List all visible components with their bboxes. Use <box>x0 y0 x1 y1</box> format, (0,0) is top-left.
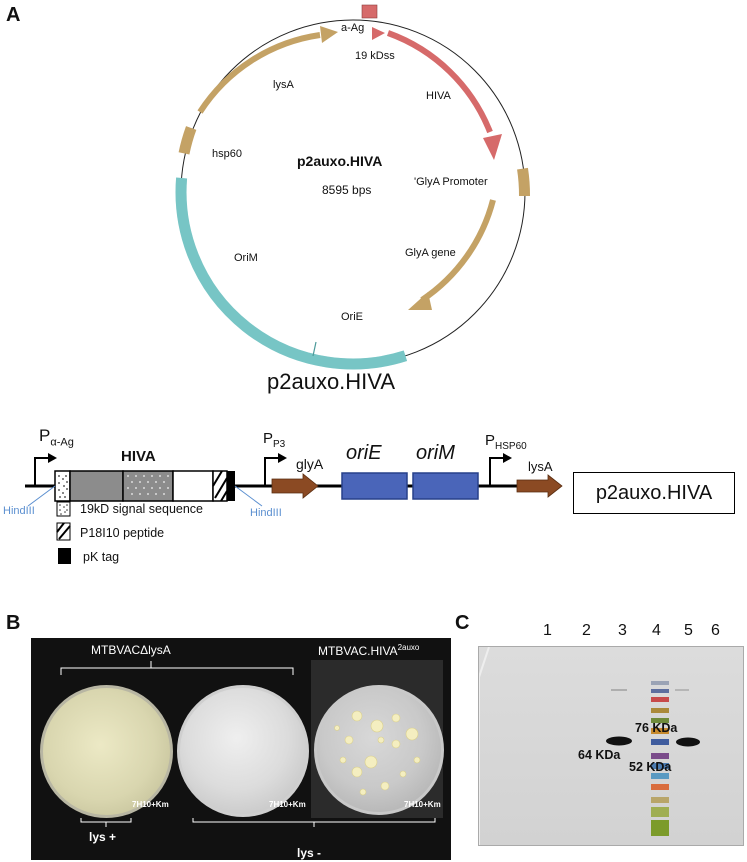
legend-p18i10-label: P18I10 peptide <box>80 526 165 540</box>
legend-signal-swatch <box>56 501 71 517</box>
promoter-hsp60-arrow <box>489 457 505 486</box>
band-lane-3 <box>606 736 632 746</box>
plate2-media-label: 7H10+Km <box>269 800 306 809</box>
lane-number-6: 6 <box>711 622 720 639</box>
signal-seq-box <box>54 470 71 502</box>
colonies <box>334 710 421 796</box>
lys-plus-label: lys + <box>89 830 117 844</box>
promoter-alpha-label: Pα-Ag <box>39 426 74 449</box>
legend-signal-label: 19kD signal sequence <box>80 502 203 516</box>
plasmid-caption: p2auxo.HIVA <box>267 369 396 394</box>
construct-name-box: p2auxo.HIVA <box>573 472 735 514</box>
orim-label: oriM <box>416 442 455 464</box>
glya-gene-arrow <box>420 199 496 303</box>
marker-76kda: 76 KDa <box>635 721 678 735</box>
plate-lysa-minus <box>177 685 309 817</box>
hindiii-label-2: HindIII <box>250 507 282 519</box>
promoter-hsp60-label: PHSP60 <box>485 432 527 452</box>
ori-arc <box>175 177 408 370</box>
plate1-media-label: 7H10+Km <box>132 800 169 809</box>
orie-box <box>341 472 408 500</box>
panel-c-letter: C <box>455 612 470 634</box>
plate-hiva-minus <box>314 685 444 815</box>
lane-number-1: 1 <box>543 622 552 639</box>
plasmid-map <box>175 4 531 370</box>
feature-label-lysa: lysA <box>273 79 294 91</box>
lysa-arrow <box>516 474 563 498</box>
legend-p18i10-swatch <box>56 522 71 541</box>
promoter-p3-label: PP3 <box>263 430 286 450</box>
glya-arrow <box>271 473 319 499</box>
panel-a-letter: A <box>6 4 21 26</box>
glya-promoter-block <box>517 167 531 197</box>
lysA-arrowhead <box>320 26 338 43</box>
plasmid-size: 8595 bps <box>322 183 372 197</box>
hiva-gray-box <box>69 470 124 502</box>
protein-ladder <box>651 681 669 836</box>
feature-label-orim: OriM <box>234 252 258 264</box>
promoter-p3-arrow <box>264 457 280 486</box>
lys-minus-label: lys - <box>297 846 322 860</box>
hiva-dotted-box <box>122 470 174 502</box>
marker-52kda: 52 KDa <box>629 760 672 774</box>
glya-label: glyA <box>296 456 324 472</box>
lane-number-5: 5 <box>684 622 693 639</box>
feature-label-glya-gene: GlyA gene <box>405 247 456 259</box>
lane-number-2: 2 <box>582 622 591 639</box>
hiva-arrowhead <box>483 134 502 160</box>
plasmid-name: p2auxo.HIVA <box>297 153 383 169</box>
legend-pk-swatch <box>58 548 71 564</box>
a-ag-block <box>361 4 378 19</box>
19kdss-marker <box>372 27 385 40</box>
glya-gene-arrowhead <box>408 292 432 310</box>
western-blot <box>478 646 744 846</box>
hind2-pointer <box>234 485 263 507</box>
hiva-white-box <box>172 470 214 502</box>
orim-box <box>412 472 479 500</box>
hindiii-label-1: HindIII <box>3 505 35 517</box>
orie-label: oriE <box>346 442 382 464</box>
lysa-label: lysA <box>528 459 553 474</box>
plate-lysa-plus <box>40 685 173 818</box>
band-lane-5 <box>676 737 700 747</box>
legend-pk-label: pK tag <box>83 550 120 564</box>
right-group-label: MTBVAC.HIVA2auxo <box>318 643 420 658</box>
promoter-alpha-arrow <box>34 457 50 486</box>
lysA-arrow <box>197 32 321 114</box>
lane-number-3: 3 <box>618 622 627 639</box>
hsp60-block <box>178 126 197 155</box>
pk-tag-box <box>227 471 235 501</box>
feature-label-a-ag: a-Ag <box>341 22 365 34</box>
hind1-pointer <box>27 485 56 507</box>
hiva-cassette-label: HIVA <box>121 448 156 465</box>
panel-b-letter: B <box>6 612 21 634</box>
hiva-arrow <box>386 30 493 134</box>
lane-number-4: 4 <box>652 622 661 639</box>
blot-lanes <box>479 647 700 845</box>
plates-photo: MTBVACΔlysA MTBVAC.HIVA2auxo 7H10+Km 7H1… <box>31 638 451 860</box>
feature-label-hiva: HIVA <box>426 90 451 102</box>
feature-label-orie: OriE <box>341 311 363 323</box>
feature-label-glya-promoter: 'GlyA Promoter <box>414 176 488 188</box>
construct-map <box>25 453 563 564</box>
feature-label-hsp60: hsp60 <box>212 148 242 160</box>
left-group-label: MTBVACΔlysA <box>91 643 171 657</box>
plate3-media-label: 7H10+Km <box>404 800 441 809</box>
ori-divider <box>312 341 317 357</box>
group-bracket <box>60 661 436 827</box>
marker-64kda: 64 KDa <box>578 748 621 762</box>
feature-label-19kdss: 19 kDss <box>355 50 395 62</box>
